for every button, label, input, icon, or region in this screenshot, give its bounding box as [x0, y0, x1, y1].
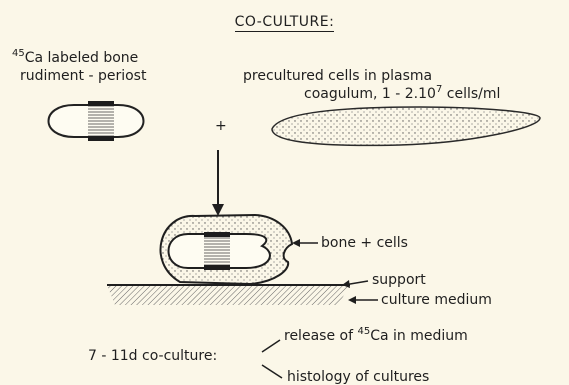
bone-label-line2: rudiment - periost	[20, 68, 146, 84]
cell-suspension	[272, 107, 540, 145]
cells-label-line1: precultured cells in plasma	[243, 68, 432, 84]
diagram-title-text: CO-CULTURE:	[235, 14, 335, 32]
cells-unit: cells/ml	[442, 86, 500, 102]
bone-label-text: Ca labeled bone	[25, 50, 139, 66]
release-label: release of 45Ca in medium	[284, 328, 468, 344]
bone-cells-pointer	[292, 239, 318, 247]
support-label: support	[372, 272, 426, 288]
release-isotope: 45	[357, 326, 370, 337]
down-arrow	[212, 150, 224, 216]
culture-medium-block	[107, 285, 350, 305]
bone-cells-composite	[161, 215, 292, 284]
coculture-label: 7 - 11d co-culture:	[88, 348, 217, 364]
release-text-end: Ca in medium	[370, 328, 468, 344]
culture-medium-pointer	[348, 296, 378, 304]
branch-line-histology	[262, 365, 282, 378]
bone-cells-label: bone + cells	[321, 235, 408, 251]
bone-rudiment	[49, 101, 144, 141]
cells-label-line2: coagulum, 1 - 2.107 cells/ml	[304, 86, 500, 102]
plus-sign: +	[215, 118, 227, 134]
histology-label: histology of cultures	[287, 369, 429, 385]
release-text: release of	[284, 328, 357, 344]
culture-medium-label: culture medium	[381, 292, 492, 308]
bone-label-line1: 45Ca labeled bone	[12, 50, 138, 66]
bone-label-isotope: 45	[12, 48, 25, 59]
diagram-title: CO-CULTURE:	[0, 14, 569, 30]
cells-concentration: coagulum, 1 - 2.10	[304, 86, 436, 102]
branch-line-release	[262, 340, 280, 352]
